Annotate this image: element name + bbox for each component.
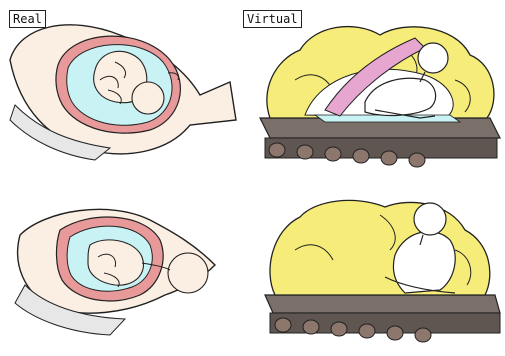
fetus-head <box>168 253 208 293</box>
robot-head <box>418 43 448 73</box>
real-fetus-bottom-illustration <box>0 195 240 345</box>
virtual-robot-top-illustration <box>255 20 505 180</box>
fetus-head <box>132 82 164 114</box>
robot-head <box>414 203 446 235</box>
real-fetus-top-illustration <box>0 0 240 175</box>
virtual-robot-bottom-illustration <box>255 195 505 355</box>
yellow-cushions <box>270 200 490 295</box>
belt-top-surface <box>265 295 500 313</box>
